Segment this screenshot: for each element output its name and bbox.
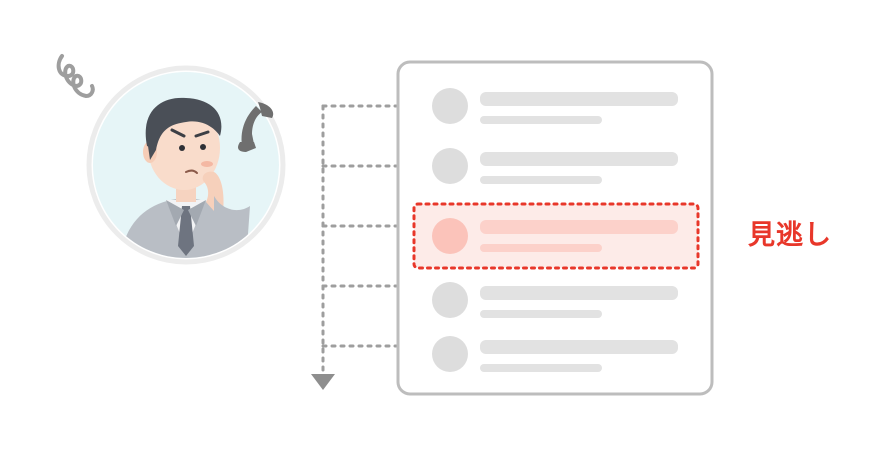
missed-label: 見逃し (748, 220, 832, 251)
down-arrow-icon (311, 374, 335, 390)
list-item-4 (432, 282, 678, 318)
phone-handset-icon (238, 102, 274, 152)
list-item-5 (432, 336, 678, 372)
list-item-missed (412, 202, 700, 270)
list-item-1 (432, 88, 678, 124)
list-item-2 (432, 148, 678, 184)
connector-lines (321, 104, 398, 372)
dizzy-squiggle-icon (56, 54, 95, 99)
worried-person-icon (86, 65, 286, 265)
